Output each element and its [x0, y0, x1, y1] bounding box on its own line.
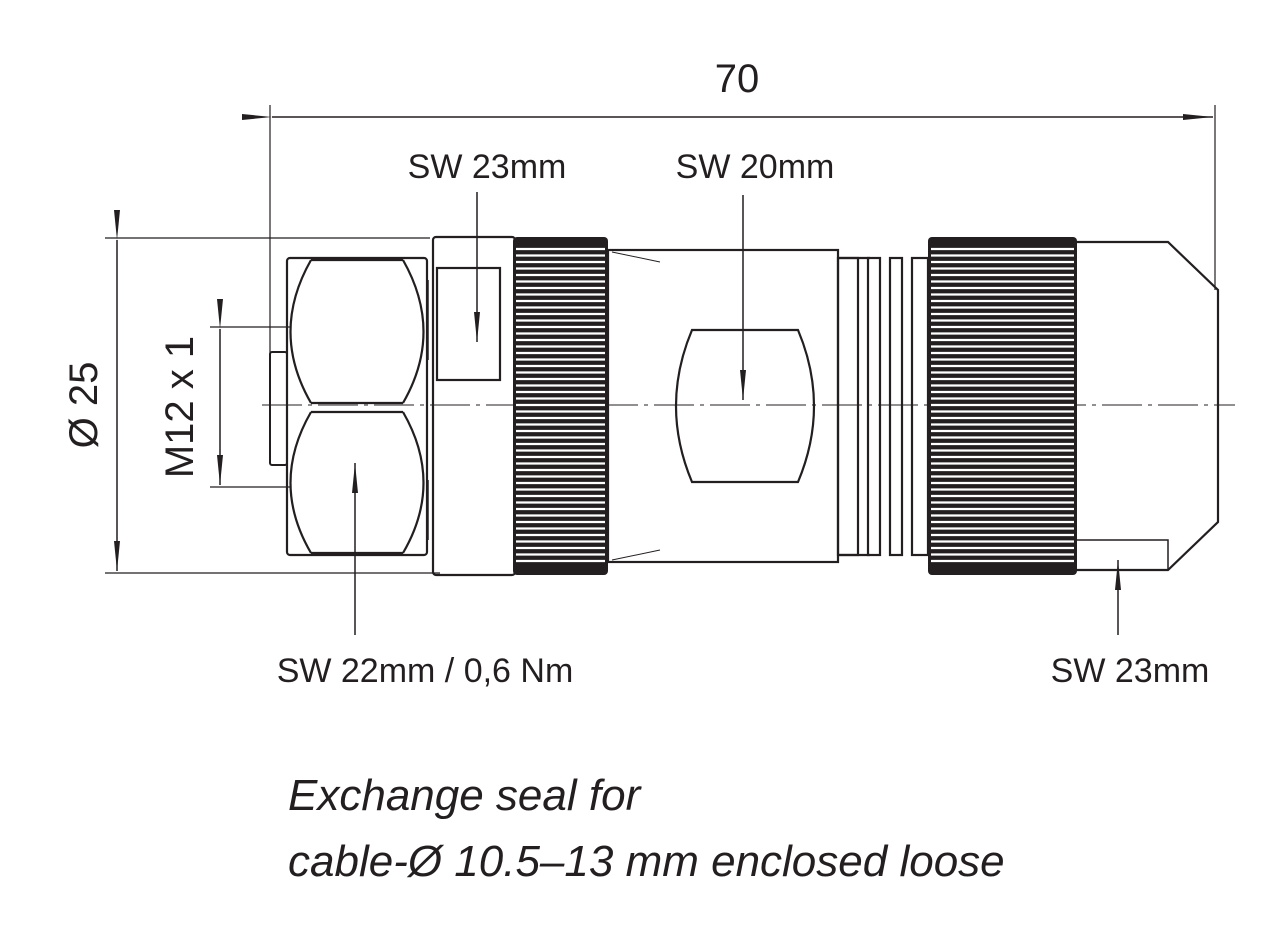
end-cap	[1077, 240, 1220, 572]
note-line-2: cable-Ø 10.5–13 mm enclosed loose	[288, 837, 1005, 886]
length-dimension: 70	[242, 57, 1216, 400]
knurled-nut-front	[513, 237, 608, 575]
callout-lines	[352, 192, 1121, 635]
sw-body-label: SW 20mm	[676, 148, 835, 186]
sw-nut-label: SW 22mm / 0,6 Nm	[277, 652, 574, 690]
middle-body	[606, 248, 840, 564]
note-line-1: Exchange seal for	[288, 771, 643, 820]
coupling-ring	[427, 235, 517, 577]
thread-dimension: M12 x 1	[158, 299, 290, 488]
length-label: 70	[715, 57, 760, 101]
thread-ridge	[888, 256, 904, 557]
hex-nut	[285, 256, 429, 557]
diameter-label: Ø 25	[62, 362, 106, 449]
thread-section	[836, 256, 930, 557]
knurled-nut-rear	[928, 237, 1077, 575]
thread-ridge	[866, 256, 882, 557]
thread-label: M12 x 1	[158, 336, 202, 478]
locking-tab	[269, 351, 288, 466]
sw-coupling-label: SW 23mm	[408, 148, 567, 186]
sw-cap-label: SW 23mm	[1051, 652, 1210, 690]
diameter-dimension: Ø 25	[62, 210, 440, 574]
thread-ridge	[836, 256, 860, 557]
thread-ridge	[910, 256, 930, 557]
